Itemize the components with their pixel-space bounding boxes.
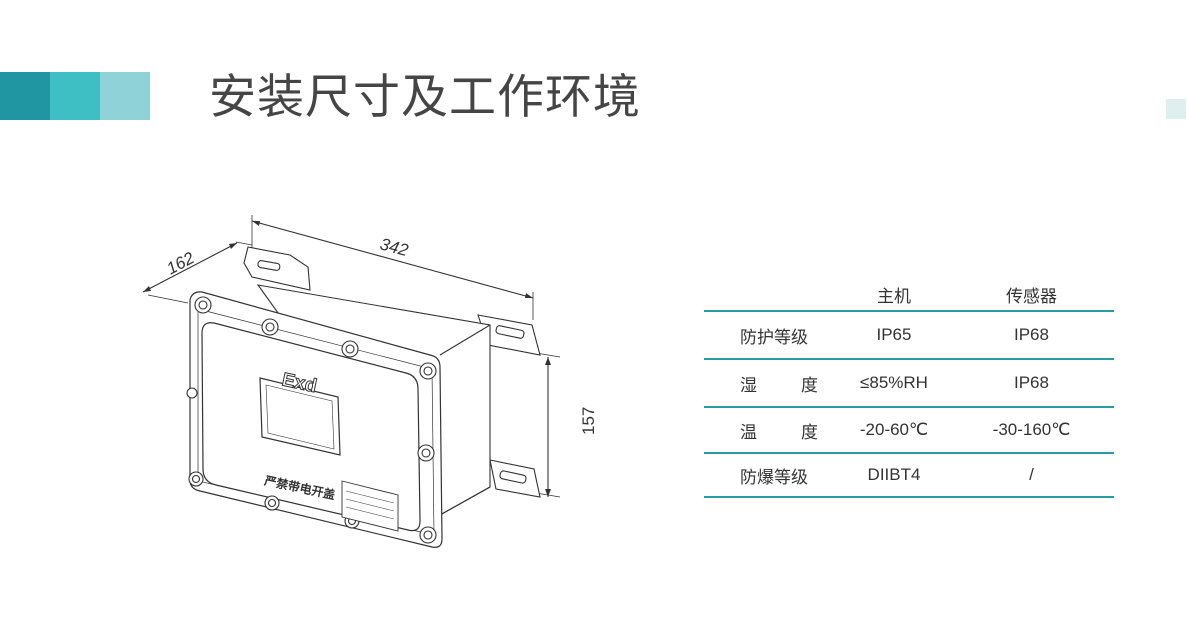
table-row: 防护等级 IP65 IP68 bbox=[704, 312, 1114, 358]
dim-height-label: 157 bbox=[579, 407, 598, 435]
dim-depth-label: 162 bbox=[163, 248, 197, 278]
accent-bar-light bbox=[100, 72, 150, 120]
row-label-char: 湿 bbox=[740, 375, 757, 396]
accent-bar-dark bbox=[0, 72, 50, 120]
decorative-square bbox=[1166, 99, 1186, 119]
enclosure-dimension-drawing: 162 342 157 E bbox=[142, 215, 598, 548]
table-row: 湿度 ≤85%RH IP68 bbox=[704, 360, 1114, 406]
accent-bar-medium bbox=[50, 72, 100, 120]
table-divider bbox=[704, 406, 1114, 408]
row-label-char: 度 bbox=[801, 422, 818, 443]
row-label: 防护等级 bbox=[740, 327, 808, 348]
table-row: 温度 -20-60℃ -30-160℃ bbox=[704, 408, 1114, 452]
sensor-value: IP68 bbox=[1014, 373, 1049, 392]
table-divider bbox=[704, 496, 1114, 498]
table-divider bbox=[704, 358, 1114, 360]
host-value: IP65 bbox=[876, 325, 912, 344]
row-label-char: 温 bbox=[740, 422, 757, 443]
host-value: -20-60℃ bbox=[859, 420, 929, 439]
spec-table: 主机 传感器 防护等级 IP65 IP68 湿度 ≤85%RH IP68 温度 … bbox=[704, 278, 1114, 498]
host-value: ≤85%RH bbox=[860, 373, 928, 392]
sensor-value: -30-160℃ bbox=[992, 420, 1071, 439]
table-row: 防爆等级 DIIBT4 / bbox=[704, 454, 1114, 496]
page-title: 安装尺寸及工作环境 bbox=[209, 70, 641, 125]
row-label-char: 度 bbox=[801, 375, 818, 396]
row-label: 防爆等级 bbox=[740, 467, 808, 488]
host-value: DIIBT4 bbox=[867, 465, 921, 484]
row-label: 温度 bbox=[740, 408, 818, 452]
table-divider bbox=[704, 310, 1114, 312]
sensor-value: IP68 bbox=[1014, 325, 1049, 344]
row-label: 湿度 bbox=[740, 360, 818, 406]
spec-header-row: 主机 传感器 bbox=[704, 278, 1114, 310]
sensor-value: / bbox=[1029, 465, 1034, 484]
table-divider bbox=[704, 452, 1114, 454]
header-sensor: 传感器 bbox=[1006, 286, 1057, 307]
header-host: 主机 bbox=[877, 286, 911, 307]
